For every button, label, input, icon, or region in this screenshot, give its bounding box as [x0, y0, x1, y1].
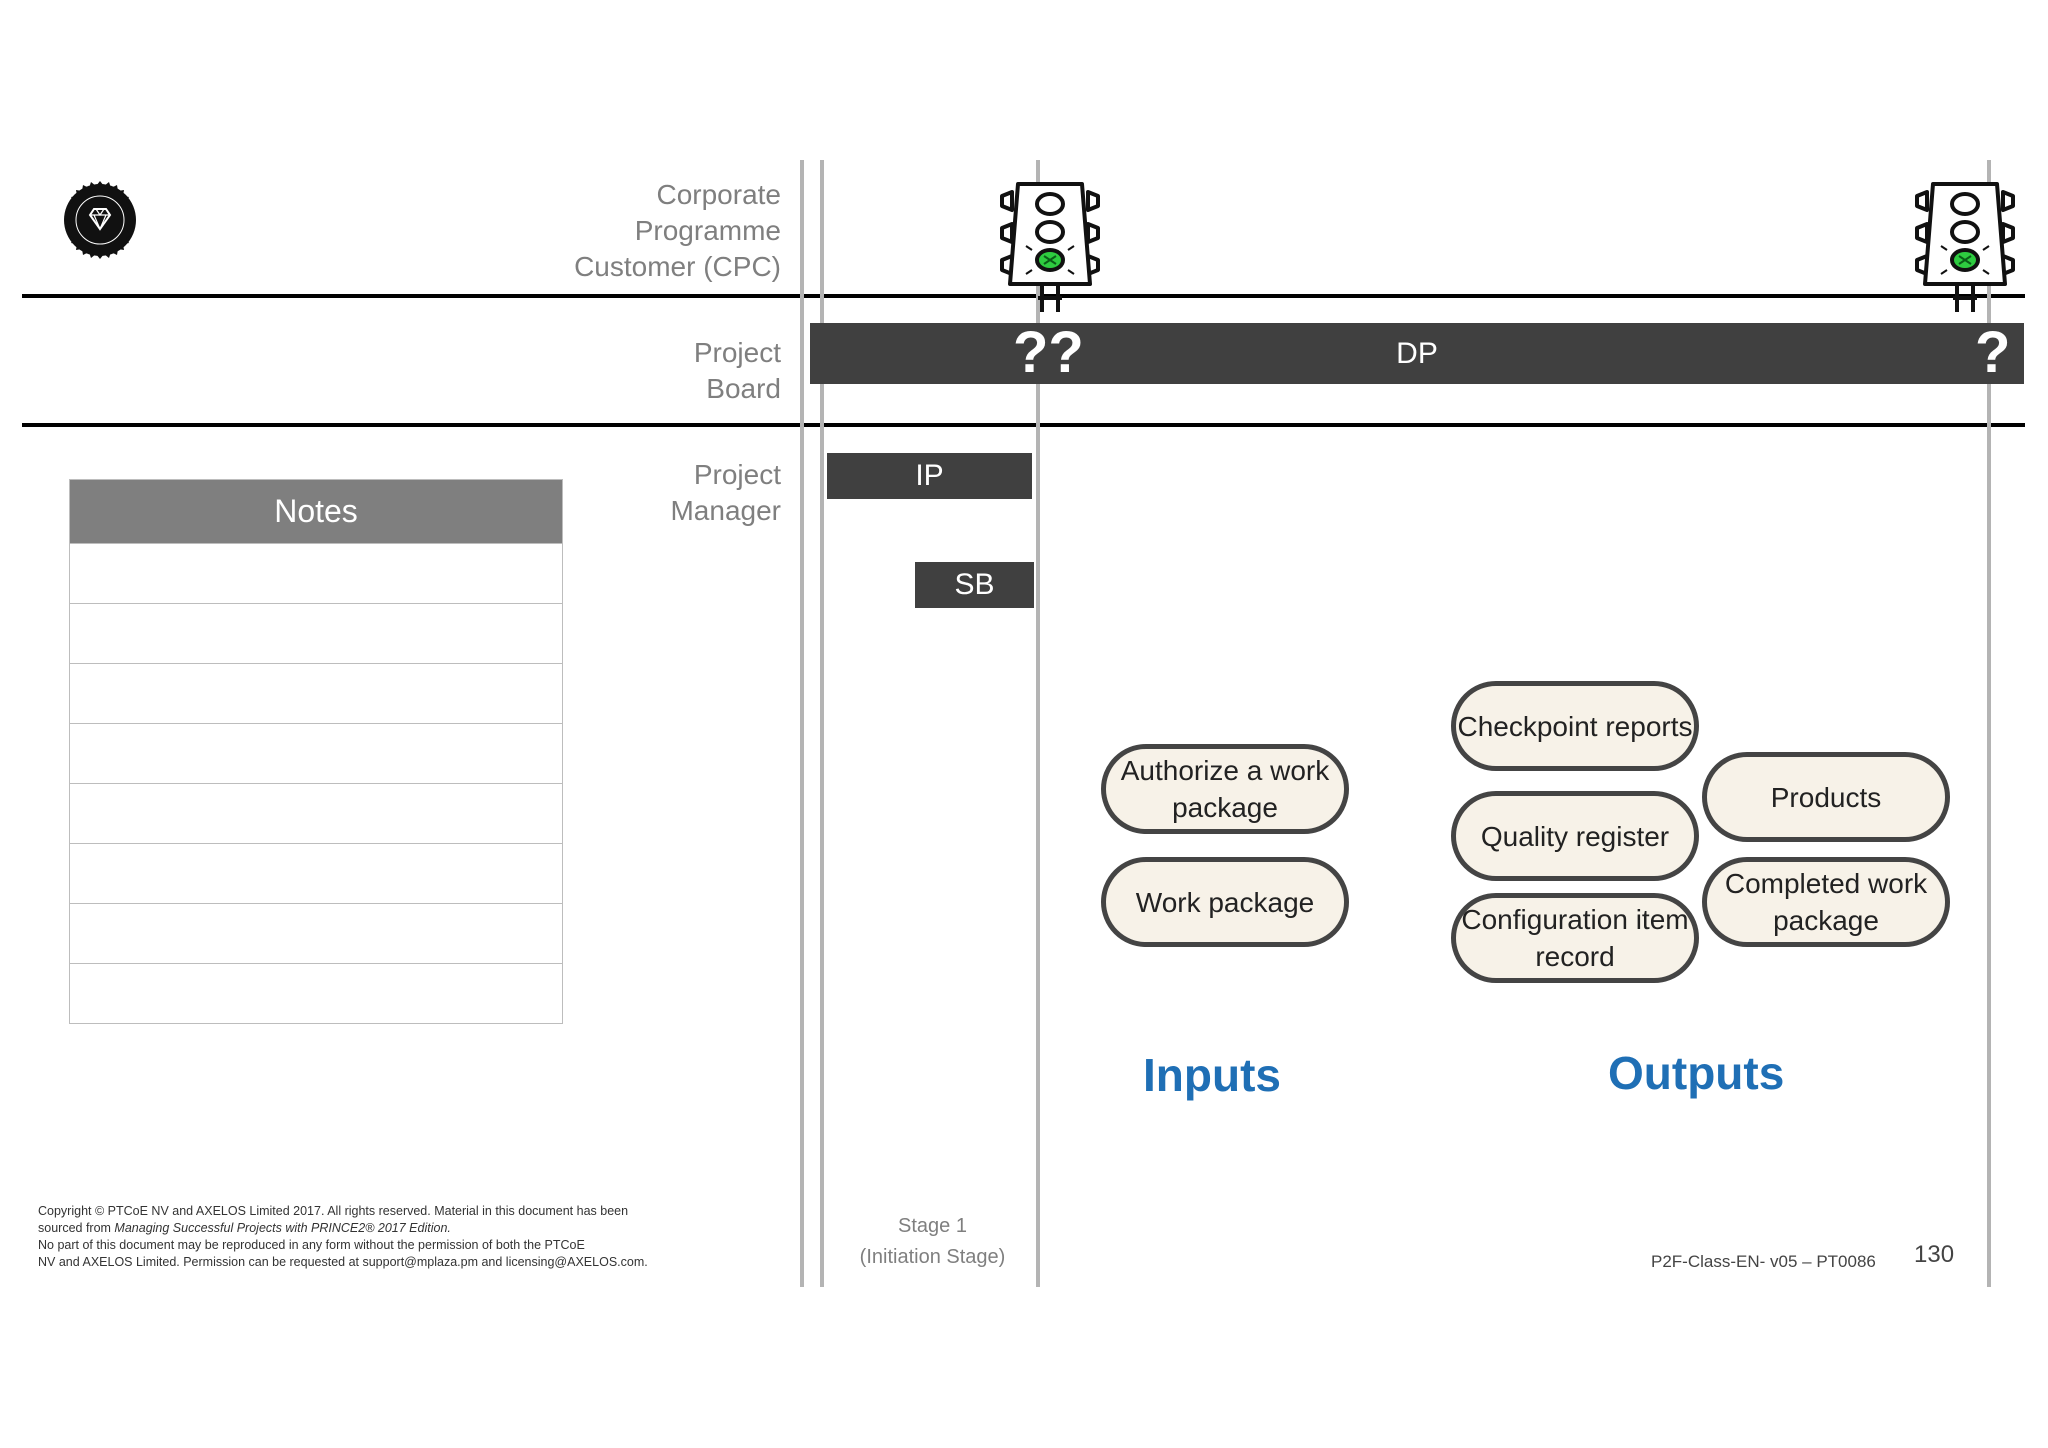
page-number: 130	[1914, 1241, 1955, 1268]
role-manager-line2: Manager	[670, 495, 781, 526]
output-quality-register: Quality register	[1451, 791, 1699, 881]
sb-bar: SB	[915, 562, 1034, 608]
role-project-board: Project Board	[694, 335, 781, 407]
notes-title: Notes	[70, 480, 562, 543]
traffic-light-icon-2	[1905, 180, 2025, 315]
copyright-source-title: Managing Successful Projects with PRINCE…	[114, 1221, 451, 1235]
notes-row[interactable]	[70, 963, 562, 1023]
role-board-line1: Project	[693, 337, 781, 368]
copyright-line2: sourced from Managing Successful Project…	[38, 1220, 718, 1237]
ip-label: IP	[915, 459, 944, 492]
notes-row[interactable]	[70, 723, 562, 783]
output-products: Products	[1702, 752, 1950, 842]
notes-row[interactable]	[70, 663, 562, 723]
notes-row[interactable]	[70, 843, 562, 903]
notes-row[interactable]	[70, 603, 562, 663]
role-cpc-line3: Customer (CPC)	[574, 251, 781, 282]
decision-mark-first: ??	[1013, 320, 1084, 385]
notes-row[interactable]	[70, 783, 562, 843]
inputs-heading: Inputs	[1143, 1049, 1281, 1101]
dp-bar: DP	[810, 323, 2024, 384]
separator-board-manager	[22, 423, 2025, 427]
outputs-heading: Outputs	[1608, 1047, 1785, 1099]
notes-row[interactable]	[70, 543, 562, 603]
output-configuration-item-record: Configuration item record	[1451, 893, 1699, 983]
role-project-manager: Project Manager	[670, 457, 781, 529]
notes-panel: Notes	[69, 479, 563, 1024]
decision-mark-second: ?	[1975, 320, 2011, 385]
copyright-line4: NV and AXELOS Limited. Permission can be…	[38, 1255, 648, 1269]
stage-boundary-line	[1036, 160, 1040, 1287]
role-board-line2: Board	[706, 373, 781, 404]
output-checkpoint-reports: Checkpoint reports	[1451, 681, 1699, 771]
sb-label: SB	[954, 568, 995, 601]
separator-cpc-board	[22, 294, 2025, 298]
logo	[60, 180, 140, 260]
doc-code: P2F-Class-EN- v05 – PT0086	[1651, 1252, 1876, 1271]
stage-end-line	[1987, 160, 1991, 1287]
role-cpc: Corporate Programme Customer (CPC)	[574, 177, 781, 285]
role-cpc-line1: Corporate	[656, 179, 781, 210]
stage-label-line1: Stage 1	[898, 1215, 967, 1237]
input-work-package: Work package	[1101, 857, 1349, 947]
boundary-line-1	[800, 160, 804, 1287]
dp-label: DP	[1396, 336, 1438, 370]
copyright-line2-prefix: sourced from	[38, 1221, 115, 1235]
traffic-light-icon	[990, 180, 1110, 315]
input-authorize-work-package: Authorize a work package	[1101, 744, 1349, 834]
copyright-notice: Copyright © PTCoE NV and AXELOS Limited …	[38, 1203, 718, 1271]
ip-bar: IP	[827, 453, 1032, 499]
stage-label-line2: (Initiation Stage)	[859, 1246, 1006, 1268]
stage-label: Stage 1 (Initiation Stage)	[840, 1211, 1025, 1273]
output-completed-work-package: Completed work package	[1702, 857, 1950, 947]
copyright-line1: Copyright © PTCoE NV and AXELOS Limited …	[38, 1204, 629, 1218]
boundary-line-2	[820, 160, 824, 1287]
role-manager-line1: Project	[693, 459, 781, 490]
role-cpc-line2: Programme	[634, 215, 781, 246]
notes-row[interactable]	[70, 903, 562, 963]
copyright-line3: No part of this document may be reproduc…	[38, 1238, 585, 1252]
